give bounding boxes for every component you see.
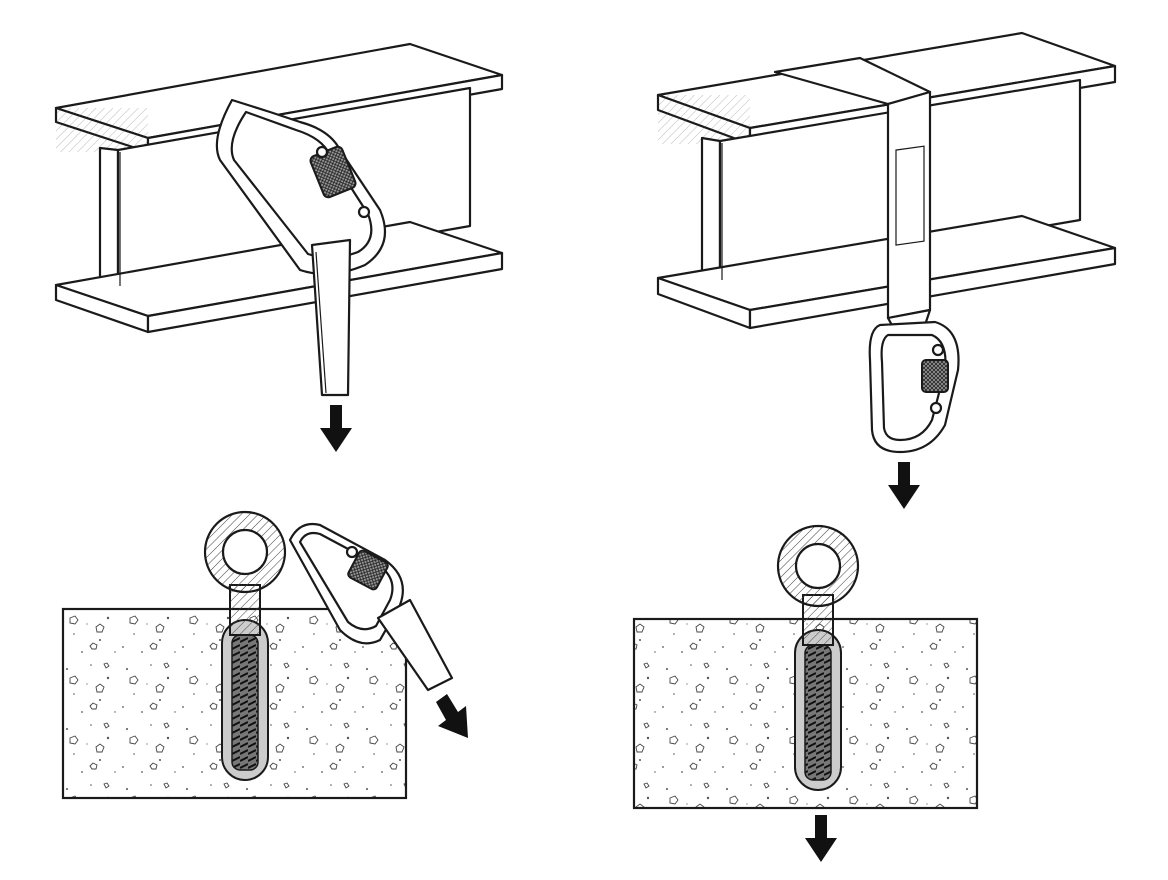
eyebolt-axial-panel	[632, 524, 979, 862]
load-arrow-down	[888, 462, 920, 509]
webbing-strap	[310, 238, 352, 397]
load-arrow-down	[320, 405, 352, 452]
eyebolt-angled-panel	[61, 510, 468, 800]
load-arrow-diagonal	[436, 694, 468, 738]
carabiner	[288, 522, 404, 645]
eyebolt	[776, 524, 860, 791]
beam-carabiner-panel	[54, 42, 504, 452]
eyebolt	[203, 510, 287, 781]
beam-sling-panel	[656, 31, 1117, 509]
webbing-strap	[376, 598, 454, 692]
load-arrow-down	[805, 815, 837, 862]
carabiner	[215, 98, 387, 276]
carabiner	[868, 320, 960, 454]
